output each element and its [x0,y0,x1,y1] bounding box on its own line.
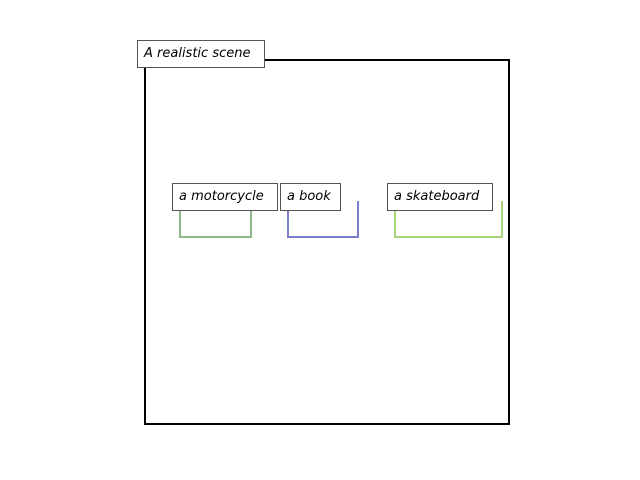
bbox-skateboard [394,201,503,238]
object-label-motorcycle: a motorcycle [172,183,278,211]
object-label-skateboard: a skateboard [387,183,493,211]
bbox-book [287,201,359,238]
bbox-motorcycle [179,201,252,238]
object-label-book: a book [280,183,341,211]
scene-frame [144,59,510,425]
scene-title-label: A realistic scene [137,40,265,68]
